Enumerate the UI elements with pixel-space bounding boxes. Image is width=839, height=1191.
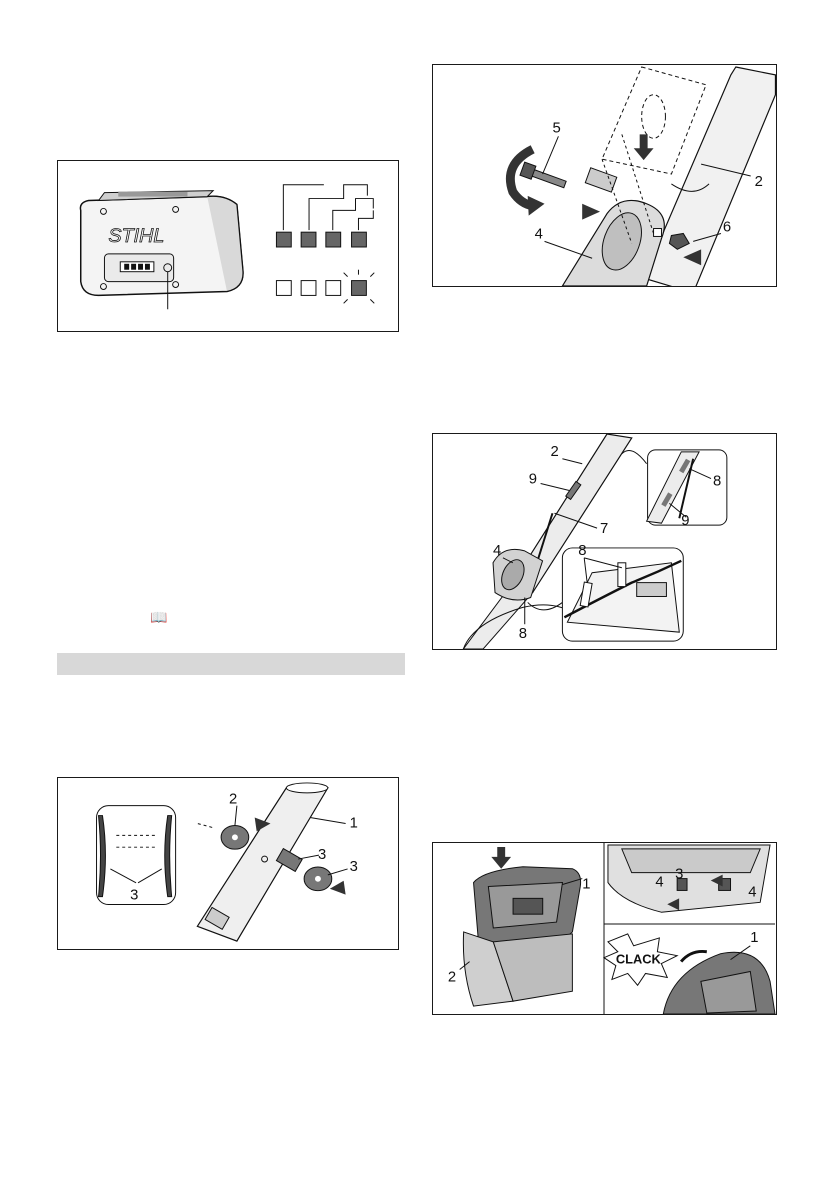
figure-battery-led: STIHL [57, 160, 399, 332]
label-5: 5 [552, 120, 560, 136]
label-2: 2 [755, 174, 763, 190]
figure-mount-handle: 1 2 4 3 4 CLACK 1 [432, 842, 777, 1015]
label-4: 4 [748, 884, 756, 900]
label-8: 8 [519, 626, 527, 642]
label-3: 2 [229, 792, 237, 808]
label-8: 8 [713, 474, 721, 490]
section-heading-bar [57, 653, 405, 675]
clack-label: CLACK [616, 952, 662, 967]
label-7: 7 [600, 521, 608, 537]
label-9: 9 [681, 513, 689, 529]
label-8: 8 [578, 543, 586, 559]
book-icon: 📖 [150, 610, 167, 626]
label-4: 4 [655, 874, 663, 890]
label-3: 3 [130, 888, 138, 904]
label-3: 3 [675, 867, 683, 883]
label-3: 3 [350, 859, 358, 875]
figure-washers: 3 2 1 3 3 [57, 777, 399, 950]
label-2: 1 [350, 815, 358, 831]
label-4: 4 [535, 226, 543, 242]
label-2: 2 [551, 444, 559, 460]
label-9: 9 [529, 472, 537, 488]
label-1: 1 [750, 930, 758, 946]
label-6: 6 [723, 219, 731, 235]
label-1: 3 [318, 847, 326, 863]
label-1: 1 [582, 876, 590, 892]
battery-brand: STIHL [108, 225, 164, 247]
figure-cable-clips: 2 9 7 8 9 8 4 8 [432, 433, 777, 650]
label-4: 4 [493, 543, 501, 559]
figure-handle-bolt: 5 2 4 6 [432, 64, 777, 287]
label-2: 2 [448, 969, 456, 985]
